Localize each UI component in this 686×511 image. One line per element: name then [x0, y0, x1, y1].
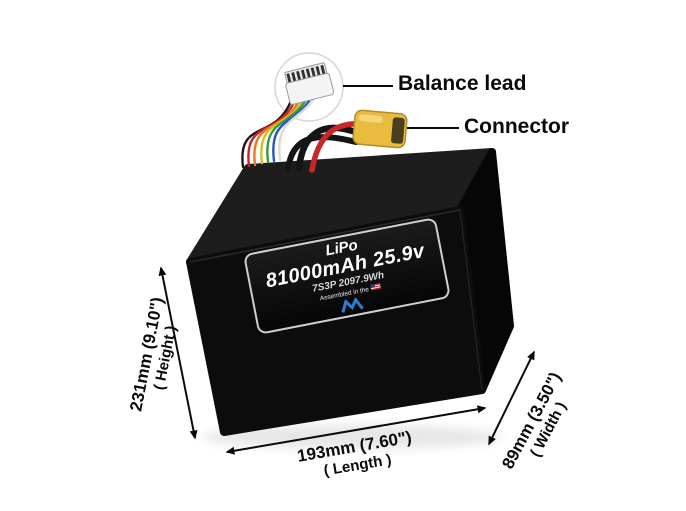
connector-label: Connector [464, 115, 569, 138]
height-dimension-arrow [158, 266, 198, 440]
battery-top-edge-highlight [189, 209, 461, 263]
connector-pin-slot [301, 69, 306, 80]
xt-connector-opening [391, 117, 405, 144]
us-flag-icon [370, 282, 382, 294]
connector-pin-slot [310, 67, 316, 77]
balance-wire [241, 99, 293, 169]
connector-pin-slot [286, 73, 292, 83]
connector-pin-slot [315, 66, 321, 76]
connector-pin-slot [291, 72, 297, 82]
balance-wire [247, 96, 298, 168]
balance-lead-label: Balance lead [398, 72, 527, 95]
xt-connector [352, 109, 408, 149]
brand-logo-icon [257, 280, 448, 331]
battery-spec-label: LiPo 81000mAh 25.9v 7S3P 2097.9Wh Assemb… [242, 217, 452, 335]
connector-pin-slot [305, 68, 311, 78]
width-dimension-arrow [488, 350, 535, 446]
balance-connector-body [285, 72, 335, 105]
balance-connector [284, 62, 335, 105]
xt-connector-highlight [358, 114, 383, 123]
assembled-line: Assembled in the [255, 270, 445, 315]
length-dimension-arrow [225, 405, 487, 455]
discharge-wire-red [309, 121, 364, 173]
connector-pin-slot [320, 64, 326, 75]
balance-wire [253, 94, 303, 167]
discharge-wire-black [295, 124, 362, 172]
connector-pin-slot [296, 70, 302, 81]
battery-right-edge-highlight [459, 209, 483, 391]
balance-wire [260, 91, 308, 165]
discharge-leads [285, 121, 364, 173]
